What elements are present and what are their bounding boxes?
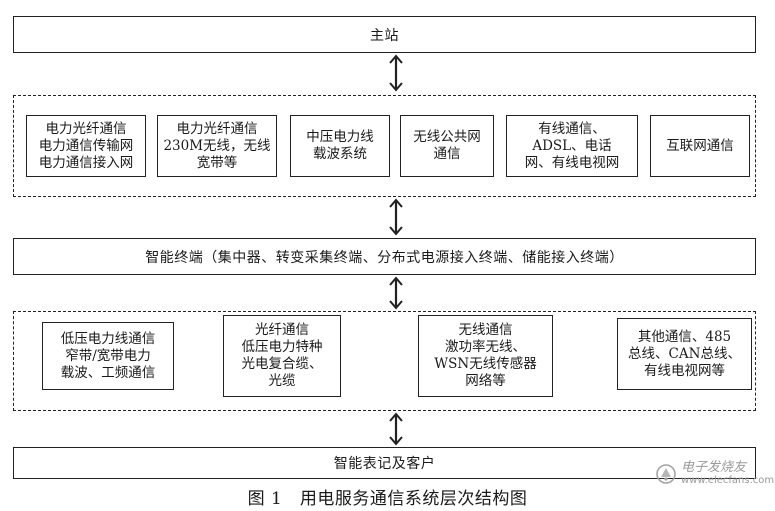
cell-wireless-wsn: 无线通信 激功率无线、 WSN无线传感器 网络等	[418, 315, 553, 397]
cell-internet: 互联网通信	[650, 115, 750, 177]
arrow-top-row1	[389, 54, 403, 92]
cell-low-voltage-plc: 低压电力线通信 窄带/宽带电力 载波、工频通信	[42, 322, 174, 390]
cell-power-fiber-network: 电力光纤通信 电力通信传输网 电力通信接入网	[26, 115, 146, 177]
arrow-middle-row2	[389, 276, 403, 310]
bottom-label: 智能表记及客户	[333, 456, 436, 472]
watermark-cn: 电子发烧友	[681, 460, 747, 475]
cell-wireless-public: 无线公共网 通信	[400, 115, 494, 177]
watermark: 电子发烧友 www.elecfans.com	[655, 461, 774, 487]
watermark-url: www.elecfans.com	[681, 475, 775, 486]
cell-fiber-opgw: 光纤通信 低压电力特种 光电复合缆、 光缆	[223, 315, 341, 397]
arrow-row1-middle	[389, 198, 403, 236]
cell-power-fiber-230m: 电力光纤通信 230M无线，无线 宽带等	[157, 115, 277, 177]
top-master-station: 主站	[13, 16, 756, 53]
logo-icon	[656, 464, 676, 484]
top-label: 主站	[370, 27, 399, 44]
cell-other-485-can: 其他通信、485 总线、CAN总线、 有线电视网等	[617, 318, 752, 390]
middle-label: 智能终端（集中器、转变采集终端、分布式电源接入终端、储能接入终端）	[145, 249, 624, 266]
arrow-row2-bottom	[389, 412, 403, 446]
cell-medium-voltage-plc: 中压电力线 载波系统	[290, 115, 390, 177]
group-comm-networks	[13, 95, 756, 197]
figure-caption: 图 1 用电服务通信系统层次结构图	[247, 489, 528, 509]
cell-wired-adsl: 有线通信、 ADSL、电话 网、有线电视网	[506, 115, 638, 177]
group-access-comm	[13, 311, 756, 411]
bottom-smart-meter-customer: 智能表记及客户	[13, 447, 756, 479]
middle-smart-terminal: 智能终端（集中器、转变采集终端、分布式电源接入终端、储能接入终端）	[13, 238, 756, 275]
